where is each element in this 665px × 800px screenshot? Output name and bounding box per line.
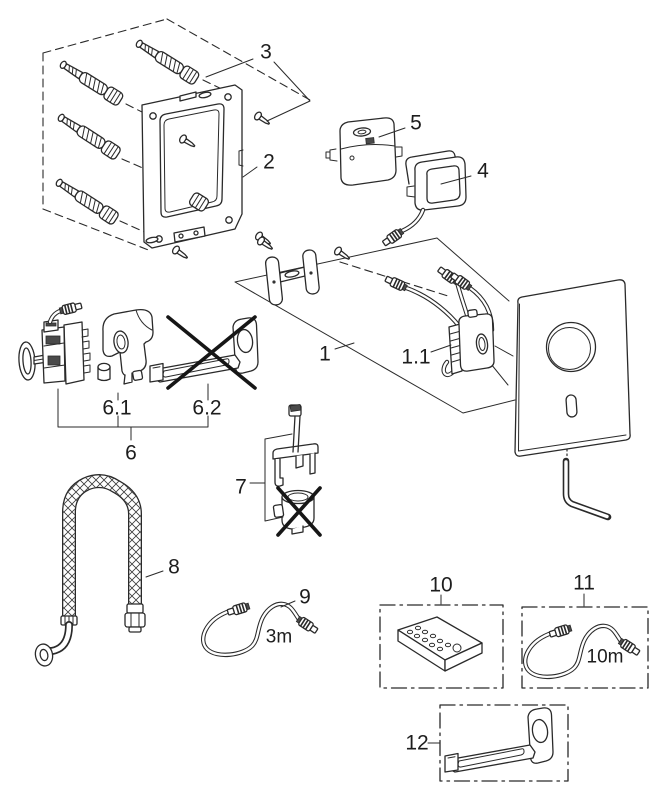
part-3-label: 3 (260, 41, 272, 64)
allen-key (562, 457, 612, 521)
part-12-label: 12 (405, 732, 428, 755)
control-housing (325, 117, 403, 186)
part-8-label: 8 (168, 556, 180, 579)
pipe-clamp-group (264, 404, 322, 537)
cable-10m-label: 10m (587, 647, 624, 668)
part-1-1-label: 1.1 (401, 346, 430, 369)
part-6-2-label: 6.2 (192, 397, 221, 420)
bracket-6-2-crossed (149, 315, 259, 390)
adapter-unit (18, 300, 91, 385)
flex-hose (34, 474, 146, 667)
part-4-label: 4 (477, 160, 489, 183)
solenoid-transformer (380, 150, 467, 249)
part-1-label: 1 (319, 343, 331, 366)
extension-cable-10m-kit (521, 606, 649, 689)
part-5-label: 5 (410, 112, 422, 135)
electronics-module (383, 264, 495, 378)
cover-plate (514, 279, 631, 457)
part-7-label: 7 (235, 476, 247, 499)
part-6-1-label: 6.1 (102, 397, 131, 420)
part-11-label: 11 (573, 572, 595, 595)
part-10-label: 10 (429, 574, 452, 597)
remote-control-kit (379, 604, 504, 689)
mounting-frame (141, 84, 274, 262)
group-6-lines (57, 383, 209, 441)
part-6-label: 6 (125, 442, 137, 465)
cable-3m-label: 3m (266, 627, 292, 648)
construction-lines (42, 18, 568, 460)
leader-lines (145, 58, 585, 744)
bracket-kit (439, 704, 569, 782)
bracket-6-1 (97, 309, 154, 385)
mounting-bracket-assembly (255, 235, 353, 306)
part-9-label: 9 (299, 586, 311, 609)
extension-cable-3m (203, 602, 319, 655)
part-2-label: 2 (263, 151, 275, 174)
